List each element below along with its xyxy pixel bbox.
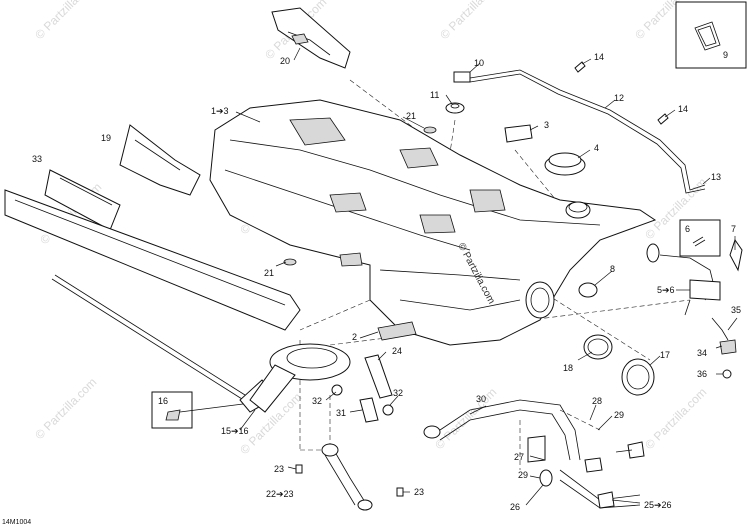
callout-33: 33 [32, 154, 42, 164]
callout-21b: 21 [264, 268, 274, 278]
callout-16: 16 [158, 396, 168, 406]
callout-31: 31 [336, 408, 346, 418]
callout-24: 24 [392, 346, 402, 356]
callout-28: 28 [592, 396, 602, 406]
callout-9: 9 [723, 50, 728, 60]
callout-17: 17 [660, 350, 670, 360]
watermark: © Partzilla.com [32, 0, 99, 42]
part-8 [578, 282, 598, 298]
callout-10: 10 [474, 58, 484, 68]
callout-29b: 29 [518, 470, 528, 480]
fuel-rod [51, 274, 246, 400]
part-3 [504, 124, 533, 143]
panel-19 [119, 124, 201, 196]
callout-27: 27 [514, 452, 524, 462]
callout-8: 8 [610, 264, 615, 274]
callout-29a: 29 [614, 410, 624, 420]
fuel-pump [239, 343, 351, 413]
part-2 [377, 321, 417, 341]
callout-19: 19 [101, 133, 111, 143]
callout-7: 7 [731, 224, 736, 234]
fuel-cap [544, 152, 586, 176]
callout-30: 30 [476, 394, 486, 404]
callout-20: 20 [280, 56, 290, 66]
callout-23a: 23 [274, 464, 284, 474]
hoses-left [331, 354, 394, 423]
heat-shield [271, 7, 351, 69]
watermark: © Partzilla.com [642, 385, 709, 452]
part-6-inset [679, 219, 721, 257]
sender-assembly [646, 238, 743, 316]
callout-11: 11 [430, 90, 439, 100]
seals [583, 334, 655, 396]
callout-22: 22➔23 [266, 489, 294, 499]
callout-26: 26 [510, 502, 520, 512]
watermark: © Partzilla.com [432, 385, 499, 452]
callout-1: 1➔3 [211, 106, 229, 116]
callout-18: 18 [563, 363, 573, 373]
callout-34: 34 [697, 348, 707, 358]
callout-12: 12 [614, 93, 624, 103]
small-parts-right [711, 317, 737, 379]
callout-2: 2 [352, 332, 357, 342]
callout-14a: 14 [594, 52, 604, 62]
grommet-11 [445, 102, 465, 114]
grommets-21 [283, 126, 437, 266]
callout-13: 13 [711, 172, 721, 182]
callout-21a: 21 [406, 111, 416, 121]
callout-5: 5➔6 [657, 285, 675, 295]
callout-36: 36 [697, 369, 707, 379]
callout-23b: 23 [414, 487, 424, 497]
callout-labels: 1➔3 2 3 4 5➔6 6 7 8 9 10 11 12 13 14 14 … [32, 50, 741, 512]
hoses-22 [295, 443, 404, 511]
callout-4: 4 [594, 143, 599, 153]
callout-3: 3 [544, 120, 549, 130]
part-9-inset [675, 1, 747, 69]
diagram-code: 14M1004 [2, 519, 31, 526]
watermark: © Partzilla.com [437, 0, 504, 42]
callout-25: 25➔26 [644, 500, 672, 510]
strap-33 [4, 169, 301, 331]
callout-14b: 14 [678, 104, 688, 114]
part-16-inset [151, 391, 193, 429]
leader-lines [179, 47, 738, 506]
watermark: © Partzilla.com [32, 375, 99, 442]
callout-32b: 32 [393, 388, 403, 398]
hoses-bottom [423, 399, 645, 509]
callout-32a: 32 [312, 396, 322, 406]
callout-15: 15➔16 [221, 426, 249, 436]
breather-hose [453, 69, 706, 194]
callout-35: 35 [731, 305, 741, 315]
fuel-tank [209, 99, 657, 346]
callout-6: 6 [685, 224, 690, 234]
